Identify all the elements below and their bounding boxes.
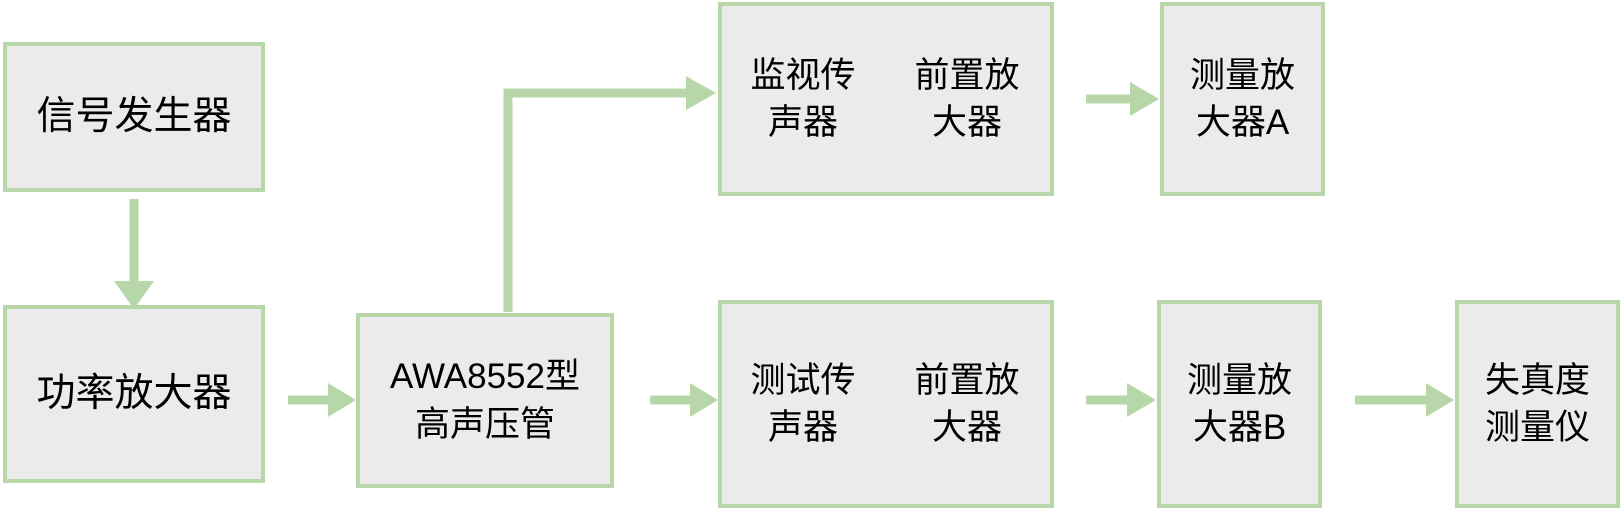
node-power-amplifier[interactable]: 功率放大器	[3, 305, 265, 483]
node-signal-generator[interactable]: 信号发生器	[3, 42, 265, 192]
node-label-line: 大器	[931, 408, 1002, 447]
connector-preamplifier-bottom-to-measuring-amplifier-b	[1086, 383, 1156, 417]
node-label-line: 失真度	[1484, 360, 1590, 400]
node-distortion-meter[interactable]: 失真度 测量仪	[1455, 300, 1620, 508]
node-measuring-amplifier-a[interactable]: 测量放 大器A	[1160, 2, 1325, 196]
node-label-line: 测量仪	[1484, 408, 1590, 447]
node-label-line: 测量放	[1189, 55, 1295, 95]
node-label-line: 前置放	[914, 360, 1020, 400]
node-label-line: 大器A	[1195, 103, 1290, 142]
node-label-line: 信号发生器	[36, 94, 232, 138]
node-label-line: 测量放	[1186, 360, 1292, 400]
connector-awa8552-to-test-microphone	[650, 383, 718, 417]
connector-power-amplifier-to-awa8552	[288, 383, 356, 417]
connector-measuring-amplifier-b-to-distortion-meter	[1355, 383, 1454, 417]
node-label-line: 高声压管	[414, 404, 555, 444]
node-label-line: 大器B	[1192, 408, 1287, 447]
node-label-line: 声器	[767, 103, 838, 142]
node-label-line: 监视传	[750, 55, 856, 95]
node-label-line: 测试传	[750, 360, 856, 400]
node-label-line: 前置放	[914, 55, 1020, 95]
node-label-line: 功率放大器	[36, 371, 232, 415]
connector-signal-generator-to-power-amplifier	[114, 199, 154, 309]
node-preamplifier-top[interactable]: 前置放 大器	[884, 2, 1054, 196]
node-label-line: 声器	[767, 408, 838, 447]
node-label-line: 大器	[931, 103, 1002, 142]
node-preamplifier-bottom[interactable]: 前置放 大器	[884, 300, 1054, 508]
connector-preamplifier-top-to-measuring-amplifier-a	[1086, 82, 1159, 116]
node-measuring-amplifier-b[interactable]: 测量放 大器B	[1157, 300, 1322, 508]
connector-awa8552-to-monitor-microphone	[503, 76, 716, 312]
node-monitor-microphone[interactable]: 监视传 声器	[718, 2, 888, 196]
node-awa8552-high-pressure-tube[interactable]: AWA8552型 高声压管	[356, 313, 614, 488]
node-test-microphone[interactable]: 测试传 声器	[718, 300, 888, 508]
node-label-line: AWA8552型	[390, 357, 580, 397]
